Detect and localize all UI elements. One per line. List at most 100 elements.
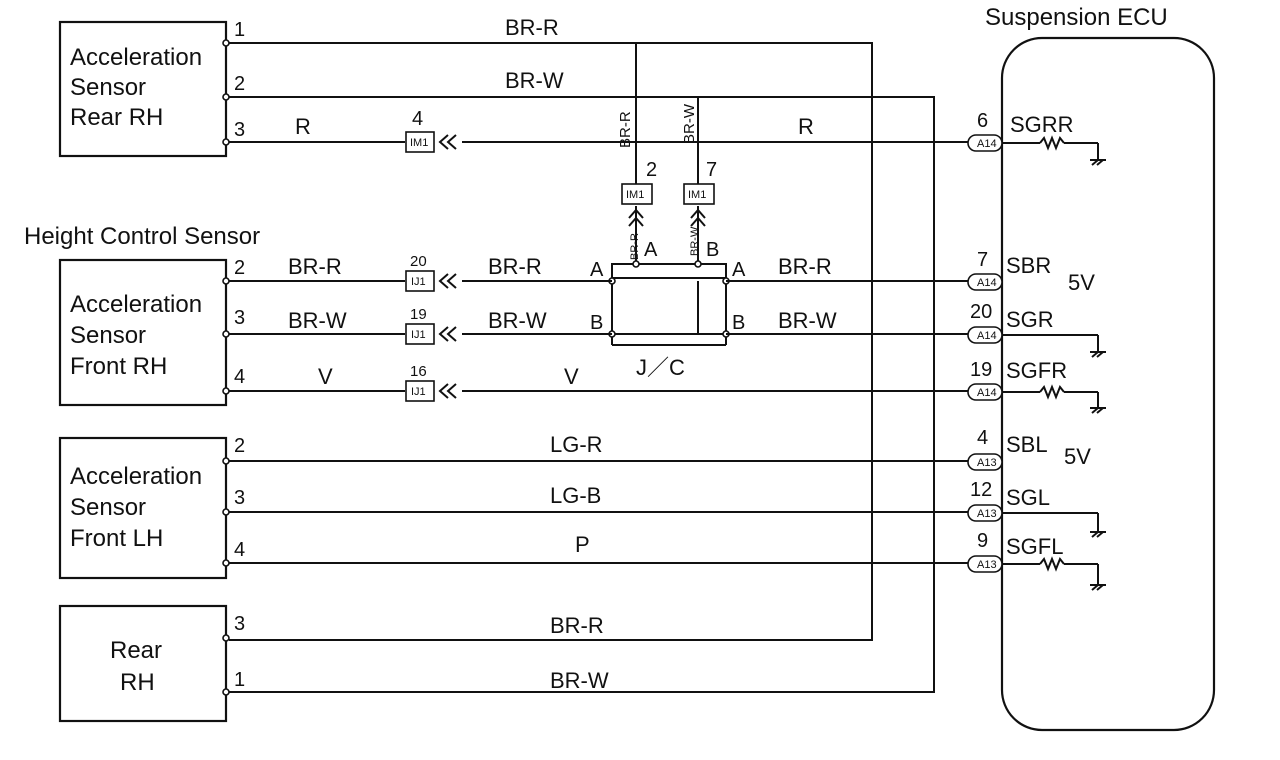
connector-ij1-19-pin: 19 <box>410 306 427 323</box>
connector-im1-4-arrow <box>438 134 457 150</box>
pin-flh-3: 3 <box>234 487 245 509</box>
suspension-ecu-box <box>1000 36 1216 732</box>
ecu-pin-name-sbr: SBR <box>1006 253 1051 278</box>
pin-flh-4: 4 <box>234 539 245 561</box>
ecu-pin-name-sgfr: SGFR <box>1006 358 1067 383</box>
wire-label-frh-2b: BR-W <box>488 308 547 333</box>
connector-im1-7-arrow <box>690 208 706 227</box>
wire-label-frh-3: V <box>318 364 333 389</box>
sensor-height-rear-rh-box <box>58 604 228 723</box>
ecu-pin-name-sgfl: SGFL <box>1006 534 1063 559</box>
connector-ij1-16-label: IJ1 <box>411 386 426 398</box>
sensor-rear-rh-line3: Rear RH <box>70 104 163 131</box>
ecu-conn-label-6: A13 <box>977 508 997 520</box>
wire-label-frh-1c: BR-R <box>778 254 832 279</box>
ecu-pin-num-sbr: 7 <box>977 249 988 271</box>
jc-left-b: B <box>590 312 603 334</box>
height-control-sensor-label: Height Control Sensor <box>24 223 260 250</box>
wire-label-frh-2: BR-W <box>288 308 347 333</box>
connector-im1-4-label: IM1 <box>410 137 428 149</box>
connector-ij1-20-arrow <box>438 273 457 289</box>
connector-ij1-20 <box>405 270 435 292</box>
pin-hrr-3: 3 <box>234 613 245 635</box>
wire-label-rr-1: BR-R <box>505 15 559 40</box>
vert-label-br-r-low: BR-R <box>629 233 641 260</box>
sensor-front-lh-line2: Sensor <box>70 494 146 521</box>
wire-label-frh-3b: V <box>564 364 579 389</box>
ecu-conn-label-7: A13 <box>977 559 997 571</box>
connector-ij1-16-arrow <box>438 383 457 399</box>
sensor-height-rear-rh-line1: Rear <box>110 637 162 664</box>
wire-label-hrr-1: BR-R <box>550 613 604 638</box>
wire-label-frh-2c: BR-W <box>778 308 837 333</box>
ecu-title: Suspension ECU <box>985 4 1168 31</box>
wire-label-flh-3: P <box>575 532 590 557</box>
ecu-pin-name-sgrr: SGRR <box>1010 112 1074 137</box>
wire-label-rr-3b: R <box>798 114 814 139</box>
ecu-pin-num-sgrr: 6 <box>977 110 988 132</box>
wires-front-rh <box>229 280 975 392</box>
connector-ij1-19-arrow <box>438 326 457 342</box>
sensor-rear-rh-line1: Acceleration <box>70 44 202 71</box>
pin-hrr-1: 1 <box>234 669 245 691</box>
wire-label-frh-1b: BR-R <box>488 254 542 279</box>
connector-ij1-16 <box>405 380 435 402</box>
ecu-pin-name-sgr: SGR <box>1006 307 1054 332</box>
connector-im1-7-pin: 7 <box>706 159 717 181</box>
ecu-conn-label-5: A13 <box>977 457 997 469</box>
ecu-connectors <box>967 134 1003 573</box>
pin-rr-1: 1 <box>234 19 245 41</box>
pin-frh-2: 2 <box>234 257 245 279</box>
pin-flh-2: 2 <box>234 435 245 457</box>
sensor-front-lh-box <box>58 436 228 580</box>
connector-im1-2 <box>621 183 653 205</box>
vert-label-br-r: BR-R <box>617 111 634 148</box>
sensor-height-rear-rh-line2: RH <box>120 669 155 696</box>
ecu-voltage-sbl: 5V <box>1064 444 1091 469</box>
wire-label-frh-1: BR-R <box>288 254 342 279</box>
vert-label-br-w-low: BR-W <box>689 226 701 256</box>
connector-ij1-19 <box>405 323 435 345</box>
connector-im1-2-arrow <box>628 208 644 227</box>
ecu-pin-name-sbl: SBL <box>1006 432 1048 457</box>
connector-im1-4-pin: 4 <box>412 108 423 130</box>
ecu-pin-num-sgr: 20 <box>970 301 992 323</box>
connector-im1-2-label: IM1 <box>626 189 644 201</box>
ecu-pin-num-sbl: 4 <box>977 427 988 449</box>
ecu-conn-label-1: A14 <box>977 138 997 150</box>
wires-branch-to-jc <box>635 43 699 265</box>
wire-label-rr-2: BR-W <box>505 68 564 93</box>
pin-frh-4: 4 <box>234 366 245 388</box>
jc-right-b: B <box>732 312 745 334</box>
ecu-pin-num-sgfr: 19 <box>970 359 992 381</box>
sensor-rear-rh-box <box>58 20 228 158</box>
sensor-rear-rh-line2: Sensor <box>70 74 146 101</box>
connector-im1-2-pin: 2 <box>646 159 657 181</box>
ecu-pin-num-sgl: 12 <box>970 479 992 501</box>
connector-im1-7-label: IM1 <box>688 189 706 201</box>
ecu-pin-num-sgfl: 9 <box>977 530 988 552</box>
jc-mid-a: A <box>644 239 658 261</box>
junction-connector <box>608 260 730 346</box>
wire-label-hrr-2: BR-W <box>550 668 609 693</box>
connector-im1-4 <box>405 131 435 153</box>
jc-left-a: A <box>590 259 604 281</box>
jc-right-a: A <box>732 259 746 281</box>
ecu-voltage-sbr: 5V <box>1068 270 1095 295</box>
connector-ij1-20-pin: 20 <box>410 253 427 270</box>
connector-im1-7 <box>683 183 715 205</box>
wire-label-rr-3: R <box>295 114 311 139</box>
connector-ij1-19-label: IJ1 <box>411 329 426 341</box>
sensor-front-rh-line3: Front RH <box>70 353 167 380</box>
sensor-front-rh-line2: Sensor <box>70 322 146 349</box>
wires-front-lh <box>229 460 975 564</box>
ecu-pin-name-sgl: SGL <box>1006 485 1050 510</box>
wire-label-flh-1: LG-R <box>550 432 603 457</box>
jc-label: J／C <box>636 355 685 380</box>
wires-rear-rh <box>229 42 975 693</box>
pin-rr-2: 2 <box>234 73 245 95</box>
ecu-internal-circuits <box>1002 135 1106 591</box>
vert-label-br-w: BR-W <box>681 103 698 144</box>
pin-rr-3: 3 <box>234 119 245 141</box>
